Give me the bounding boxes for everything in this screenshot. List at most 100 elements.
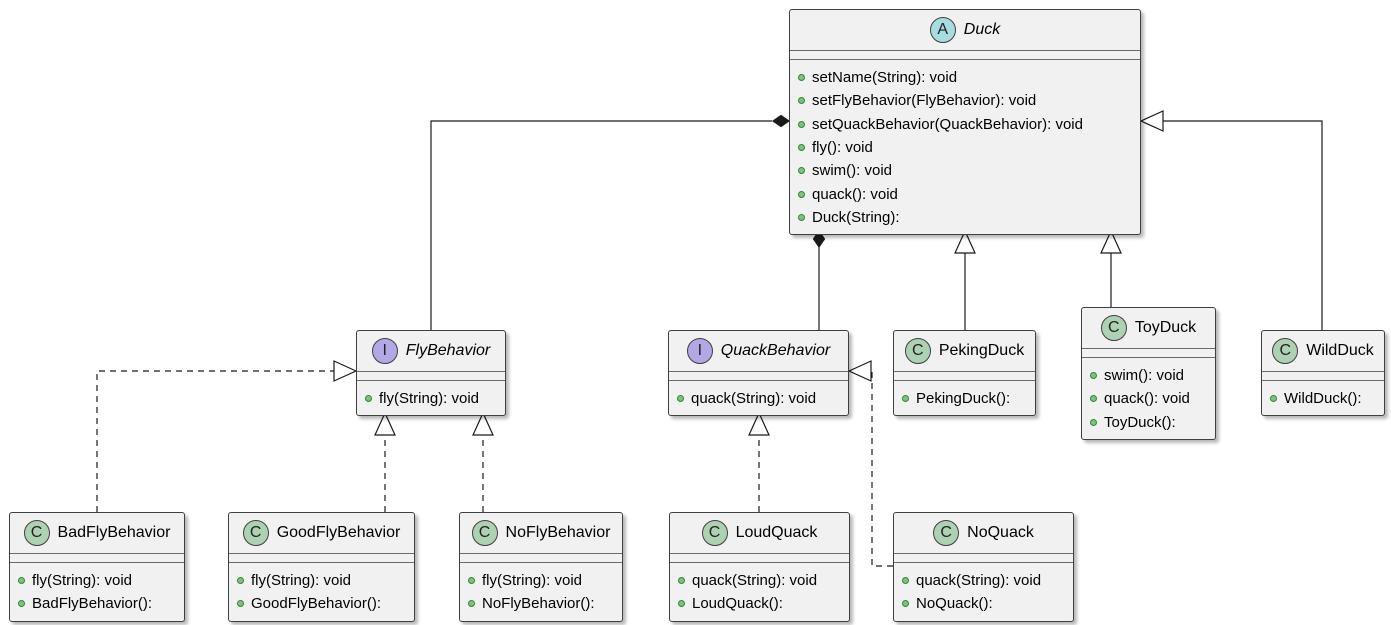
- public-visibility-icon: [677, 395, 684, 403]
- divider: [229, 562, 414, 563]
- methods-compartment: fly(String): void: [357, 381, 505, 415]
- method-row: setName(String): void: [798, 66, 1132, 89]
- inheritance-arrowhead: [472, 411, 494, 436]
- public-visibility-icon: [18, 577, 25, 585]
- public-visibility-icon: [1090, 372, 1097, 380]
- method-row: Duck(String):: [798, 206, 1132, 229]
- method-row: fly(String): void: [18, 569, 176, 592]
- method-signature: swim(): void: [812, 162, 893, 180]
- class-stereotype-icon: C: [933, 520, 960, 546]
- public-visibility-icon: [798, 144, 805, 152]
- divider: [10, 553, 184, 554]
- realization-line: [871, 370, 893, 567]
- public-visibility-icon: [798, 120, 805, 128]
- divider: [1082, 348, 1215, 349]
- divider: [669, 371, 848, 372]
- public-visibility-icon: [798, 97, 805, 105]
- method-row: swim(): void: [798, 159, 1132, 182]
- inheritance-line: [1163, 120, 1323, 330]
- method-signature: NoFlyBehavior():: [482, 595, 595, 613]
- fields-compartment: [229, 554, 414, 562]
- method-row: fly(): void: [798, 136, 1132, 159]
- method-signature: LoudQuack():: [692, 595, 783, 613]
- inheritance-arrowhead: [333, 360, 358, 382]
- public-visibility-icon: [902, 600, 909, 608]
- method-row: swim(): void: [1090, 364, 1207, 387]
- method-signature: fly(String): void: [379, 390, 480, 408]
- method-signature: BadFlyBehavior():: [32, 595, 153, 613]
- public-visibility-icon: [1090, 395, 1097, 403]
- fields-compartment: [1082, 349, 1215, 357]
- method-signature: GoodFlyBehavior():: [251, 595, 382, 613]
- divider: [1082, 357, 1215, 358]
- inheritance-arrowhead: [374, 411, 396, 436]
- realization-line: [96, 370, 334, 512]
- divider: [460, 562, 622, 563]
- method-row: quack(): void: [798, 182, 1132, 205]
- divider: [894, 380, 1035, 381]
- class-header: C PekingDuck: [894, 331, 1035, 371]
- public-visibility-icon: [237, 577, 244, 585]
- method-signature: ToyDuck():: [1104, 413, 1176, 431]
- method-signature: quack(String): void: [692, 572, 818, 590]
- inheritance-arrowhead: [1139, 110, 1164, 132]
- public-visibility-icon: [798, 213, 805, 221]
- method-signature: Duck(String):: [812, 208, 900, 226]
- method-signature: fly(String): void: [251, 572, 352, 590]
- divider: [229, 553, 414, 554]
- class-name: BadFlyBehavior: [57, 524, 171, 541]
- class-name: Duck: [963, 21, 1001, 38]
- public-visibility-icon: [237, 600, 244, 608]
- method-row: quack(String): void: [677, 387, 840, 410]
- fields-compartment: [1262, 372, 1384, 380]
- divider: [894, 553, 1073, 554]
- composition-line: [430, 120, 772, 330]
- method-signature: quack(): void: [1104, 390, 1190, 408]
- inheritance-arrowhead: [954, 229, 976, 254]
- method-signature: quack(String): void: [691, 390, 817, 408]
- divider: [669, 380, 848, 381]
- divider: [357, 380, 505, 381]
- public-visibility-icon: [678, 577, 685, 585]
- method-signature: fly(String): void: [482, 572, 583, 590]
- method-row: LoudQuack():: [678, 592, 841, 615]
- fields-compartment: [10, 554, 184, 562]
- method-signature: setName(String): void: [812, 69, 958, 87]
- class-name: PekingDuck: [938, 342, 1025, 359]
- method-row: quack(): void: [1090, 387, 1207, 410]
- fields-compartment: [894, 372, 1035, 380]
- public-visibility-icon: [902, 577, 909, 585]
- divider: [894, 562, 1073, 563]
- divider: [894, 371, 1035, 372]
- divider: [1262, 380, 1384, 381]
- class-name: LoudQuack: [735, 524, 818, 541]
- class-stereotype-icon: C: [904, 338, 931, 364]
- divider: [357, 371, 505, 372]
- inheritance-arrowhead: [748, 411, 770, 436]
- class-name: QuackBehavior: [720, 342, 831, 359]
- methods-compartment: WildDuck():: [1262, 381, 1384, 415]
- method-row: fly(String): void: [365, 387, 497, 410]
- methods-compartment: quack(String): void: [669, 381, 848, 415]
